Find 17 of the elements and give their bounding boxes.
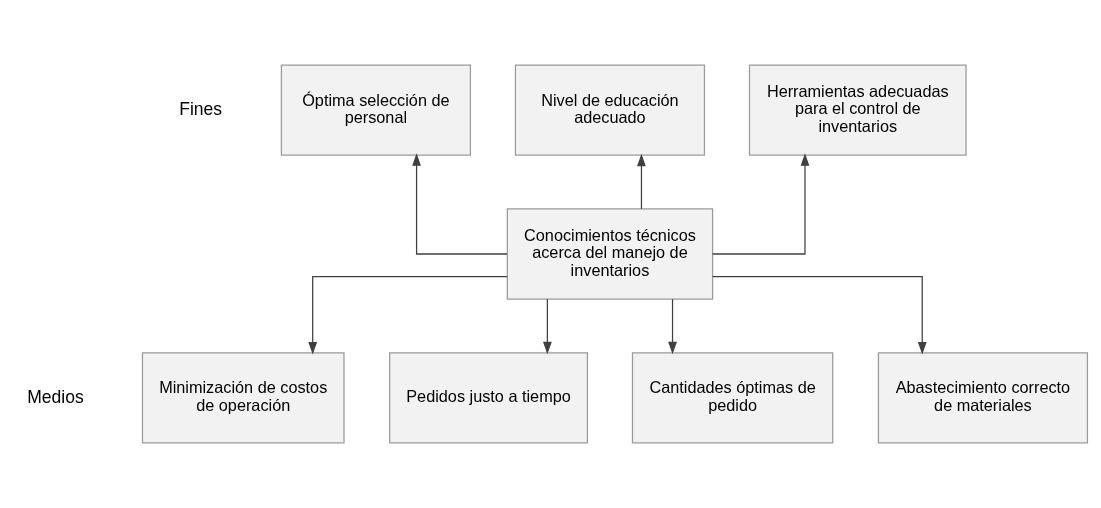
arrow: [712, 153, 810, 255]
arrow: [668, 298, 677, 355]
node-box: Minimización de costos de operación: [141, 352, 345, 444]
node-box: Pedidos justo a tiempo: [389, 352, 589, 444]
node-box: Nivel de educación adecuado: [514, 64, 706, 156]
node-box: Conocimientos técnicos acerca del manejo de inventarios: [506, 208, 714, 300]
arrow: [412, 153, 508, 255]
arrow: [712, 275, 927, 355]
node-box: Óptima selección de personal: [280, 64, 472, 156]
arrow: [543, 298, 552, 355]
label: Fines: [179, 98, 223, 119]
arrow: [637, 153, 646, 210]
node-box: Cantidades óptimas de pedido: [631, 352, 834, 444]
node-box: Herramientas adecuadas para el control de inventarios: [748, 64, 967, 156]
node-box: Abastecimiento correcto de materiales: [877, 352, 1089, 444]
arrow: [308, 275, 508, 355]
label: Medios: [27, 386, 84, 407]
